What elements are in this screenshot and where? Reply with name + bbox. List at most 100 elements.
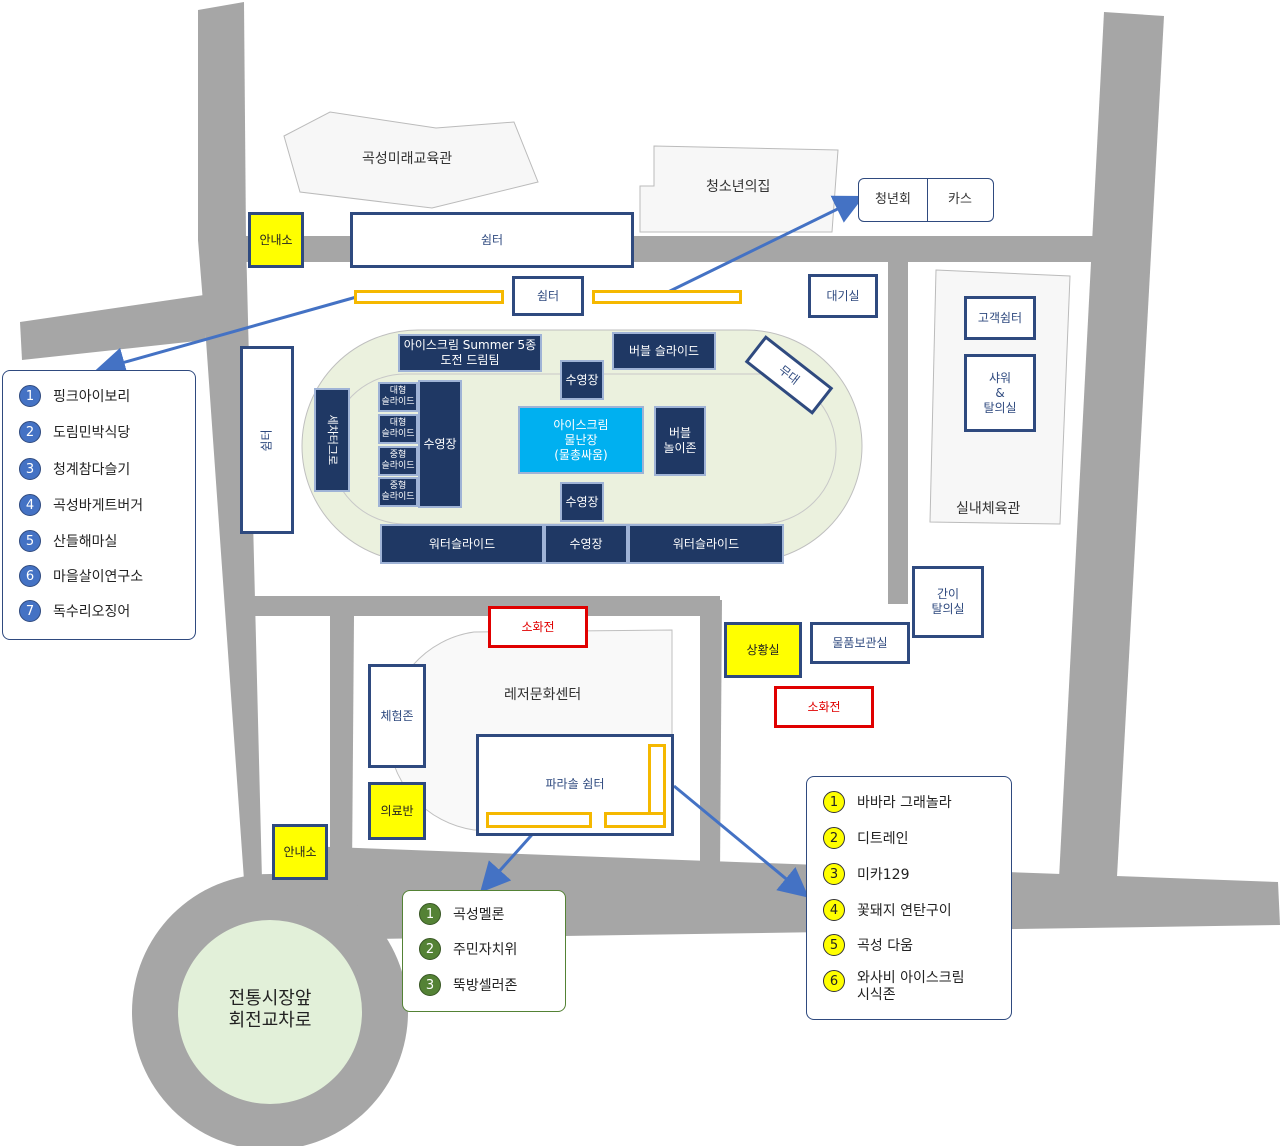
- parasol-bar-bottom: [486, 812, 592, 828]
- large-slide-1[interactable]: 대형 슬라이드: [378, 382, 418, 412]
- number-badge: 3: [419, 974, 441, 996]
- bubble-play-zone[interactable]: 버블 놀이존: [654, 406, 706, 476]
- cars-stand[interactable]: 카스: [948, 191, 972, 207]
- pool-top[interactable]: 수영장: [560, 360, 604, 400]
- number-badge: 4: [19, 494, 41, 516]
- parasol-bar-horizontal: [604, 812, 666, 828]
- pool-bottom[interactable]: 수영장: [544, 524, 628, 564]
- list-item[interactable]: 6 와사비 아이스크림 시식존: [823, 970, 965, 1004]
- list-item[interactable]: 7 독수리오징어: [19, 600, 130, 622]
- mid-slide-2[interactable]: 중형 슬라이드: [378, 477, 418, 507]
- simple-changing-room[interactable]: 간이 탈의실: [912, 566, 984, 638]
- number-badge: 1: [19, 385, 41, 407]
- pool-left[interactable]: 수영장: [418, 380, 462, 508]
- experience-zone[interactable]: 체험존: [368, 664, 426, 768]
- roundabout-center: [178, 920, 362, 1104]
- number-badge: 5: [19, 530, 41, 552]
- arrows: [95, 195, 865, 898]
- list-item-label: 곡성멜론: [453, 907, 505, 923]
- number-badge: 6: [823, 970, 845, 992]
- mid-slide-1[interactable]: 중형 슬라이드: [378, 446, 418, 476]
- waiting-room[interactable]: 대기실: [808, 274, 878, 318]
- list-item[interactable]: 2 도림민박식당: [19, 421, 130, 443]
- roundabout-label: 전통시장앞 회전교차로: [228, 987, 312, 1032]
- number-badge: 6: [19, 565, 41, 587]
- indoor-gym-label: 실내체육관: [956, 501, 1021, 517]
- number-badge: 3: [823, 863, 845, 885]
- list-item-label: 뚝방셀러존: [453, 978, 518, 994]
- customer-shelter[interactable]: 고객쉼터: [964, 296, 1036, 340]
- list-item[interactable]: 2 디트레인: [823, 827, 909, 849]
- shelter-top[interactable]: 쉼터: [350, 212, 634, 268]
- list-item-label: 마을살이연구소: [53, 569, 144, 585]
- youth-house-building: [639, 145, 839, 233]
- parasol-shelter-label: 파라솔 쉼터: [545, 776, 605, 791]
- list-item-label: 곡성바게트버거: [53, 498, 144, 514]
- list-item-label: 디트레인: [857, 831, 909, 847]
- bubble-slide[interactable]: 버블 슬라이드: [612, 332, 716, 370]
- fire-hydrant-1: 소화전: [488, 606, 588, 648]
- water-slide-right[interactable]: 워터슬라이드: [628, 524, 784, 564]
- storage-room[interactable]: 물품보관실: [810, 622, 910, 664]
- shelter-left-label: 쉼터: [259, 428, 274, 452]
- shelter-bar-left: [354, 290, 504, 304]
- medical-team[interactable]: 의료반: [368, 782, 426, 840]
- list-item[interactable]: 2 주민자치위: [419, 938, 517, 960]
- stage-label: 무대: [776, 362, 803, 387]
- shelter-left[interactable]: 쉼터: [240, 346, 294, 534]
- future-edu-building: [283, 111, 539, 209]
- fire-hydrant-2: 소화전: [774, 686, 874, 728]
- list-item[interactable]: 1 곡성멜론: [419, 903, 505, 925]
- number-badge: 1: [419, 903, 441, 925]
- list-item-label: 도림민박식당: [53, 425, 131, 441]
- list-item[interactable]: 3 청계참다슬기: [19, 458, 130, 480]
- car-wash-tergro[interactable]: 세차터그로: [314, 388, 350, 492]
- list-item-label: 와사비 아이스크림 시식존: [857, 970, 965, 1003]
- green-vendor-list: 1 곡성멜론 2 주민자치위 3 뚝방셀러존: [402, 890, 566, 1012]
- list-item[interactable]: 4 꽃돼지 연탄구이: [823, 899, 952, 921]
- number-badge: 2: [823, 827, 845, 849]
- number-badge: 1: [823, 791, 845, 813]
- youth-house-label: 청소년의집: [706, 179, 771, 195]
- leisure-center-label: 레저문화센터: [504, 687, 582, 703]
- control-room[interactable]: 상황실: [724, 622, 802, 678]
- info-booth-top[interactable]: 안내소: [248, 212, 304, 268]
- water-fight-zone[interactable]: 아이스크림 물난장 (물총싸움): [518, 406, 644, 474]
- number-badge: 2: [419, 938, 441, 960]
- list-item-label: 꽃돼지 연탄구이: [857, 903, 952, 919]
- list-item[interactable]: 5 산들해마실: [19, 530, 117, 552]
- ice-cream-challenge-team[interactable]: 아이스크림 Summer 5종 도전 드림팀: [398, 334, 542, 372]
- list-item-label: 주민자치위: [453, 942, 518, 958]
- panel-divider: [927, 179, 928, 221]
- list-item-label: 청계참다슬기: [53, 462, 131, 478]
- list-item-label: 산들해마실: [53, 534, 118, 550]
- list-item[interactable]: 6 마을살이연구소: [19, 565, 143, 587]
- list-item[interactable]: 3 뚝방셀러존: [419, 974, 517, 996]
- number-badge: 2: [19, 421, 41, 443]
- list-item-label: 미카129: [857, 867, 910, 883]
- list-item-label: 곡성 다움: [857, 938, 913, 954]
- pool-mid[interactable]: 수영장: [560, 482, 604, 522]
- list-item-label: 바바라 그래놀라: [857, 795, 952, 811]
- number-badge: 5: [823, 934, 845, 956]
- list-item[interactable]: 3 미카129: [823, 863, 909, 885]
- info-booth-bottom[interactable]: 안내소: [272, 824, 328, 880]
- number-badge: 7: [19, 600, 41, 622]
- list-item[interactable]: 1 핑크아이보리: [19, 385, 130, 407]
- car-wash-label: 세차터그로: [325, 414, 339, 466]
- list-item-label: 핑크아이보리: [53, 389, 131, 405]
- shelter-bar-right: [592, 290, 742, 304]
- list-item[interactable]: 4 곡성바게트버거: [19, 494, 143, 516]
- shower-room[interactable]: 샤워 & 탈의실: [964, 354, 1036, 432]
- shelter-small[interactable]: 쉼터: [512, 276, 584, 316]
- water-slide-left[interactable]: 워터슬라이드: [380, 524, 544, 564]
- number-badge: 4: [823, 899, 845, 921]
- list-item[interactable]: 1 바바라 그래놀라: [823, 791, 952, 813]
- large-slide-2[interactable]: 대형 슬라이드: [378, 414, 418, 444]
- list-item-label: 독수리오징어: [53, 604, 131, 620]
- youth-club[interactable]: 청년회: [875, 191, 911, 207]
- list-item[interactable]: 5 곡성 다움: [823, 934, 913, 956]
- number-badge: 3: [19, 458, 41, 480]
